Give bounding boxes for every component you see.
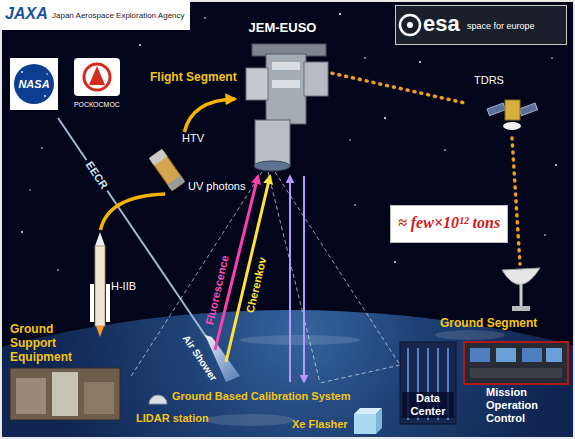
rocket-name: H-IIB <box>111 280 136 292</box>
mission-control-photo <box>464 342 568 384</box>
jem-euso-satellite <box>246 44 328 171</box>
ground-support-photo <box>10 368 120 420</box>
h-iib-rocket <box>90 232 110 337</box>
data-center-photo <box>400 342 456 424</box>
particle-label: EECR <box>82 156 112 193</box>
flight-path <box>101 194 166 230</box>
equipment-label: LIDAR station <box>136 412 209 424</box>
lidar-dome <box>149 395 167 404</box>
esa-logo <box>395 5 567 45</box>
ground-facility: Mission Operation Control <box>462 340 570 434</box>
calibration-beam <box>303 176 305 382</box>
htv-vehicle <box>149 149 185 191</box>
vehicle-name: HTV <box>182 132 204 144</box>
cosmic-ray-track <box>58 118 207 338</box>
agency-name: Japan Aerospace Exploration Agency <box>52 11 185 20</box>
spacecraft: JEM-EUSO <box>235 20 332 172</box>
facility-name: Mission Operation Control <box>486 386 558 425</box>
relay-satellite: TDRS <box>468 74 540 140</box>
ground-antenna <box>502 268 540 311</box>
edge-label: Flight Segment <box>150 70 237 84</box>
data-relay-link <box>332 73 468 104</box>
signal-label: Cherenkov <box>244 256 268 314</box>
roscosmos-logo <box>74 58 120 96</box>
spacecraft-name: JEM-EUSO <box>235 20 330 35</box>
agency-banner: JAXA Japan Aerospace Exploration Agency <box>0 0 190 30</box>
logo-text: NASA <box>18 78 49 90</box>
flight-path <box>184 99 235 132</box>
equipment-label: Xe Flasher <box>292 418 348 430</box>
facility-name: Data Center <box>402 392 454 418</box>
earth <box>0 310 575 439</box>
signal-label: UV photons <box>186 180 247 192</box>
agency-banner: esa space for europe <box>395 5 567 45</box>
agency-logo-text: JAXA <box>5 5 48 23</box>
agency-logo-text: esa <box>423 11 460 37</box>
cherenkov-ray <box>226 176 270 362</box>
launch-rocket: H-IIB <box>85 230 147 340</box>
phenomenon-label: Air Shower <box>181 333 220 383</box>
logo-text: РОСКОСМОС <box>74 101 120 108</box>
mass-callout: ≈ few×10¹² tons <box>390 205 508 243</box>
system-label: Ground Based Calibration System <box>172 390 350 402</box>
xe-flasher-box <box>354 408 382 434</box>
signal-label: Fluorescence <box>203 254 231 326</box>
ground-facility: Data Center <box>398 340 458 426</box>
mass-value: ≈ few×10¹² tons <box>398 214 500 232</box>
segment-label: Ground Segment <box>440 316 537 330</box>
calibration-beam <box>289 176 291 382</box>
field-of-view <box>130 172 400 383</box>
nasa-logo <box>10 58 58 110</box>
tdrs-satellite <box>487 100 537 130</box>
facility-name: Ground Support Equipment <box>10 322 90 364</box>
satellite-name: TDRS <box>474 74 504 86</box>
relay-downlink <box>512 138 520 264</box>
agency-slogan: space for europe <box>467 21 535 31</box>
ground-facility: Ground Support Equipment <box>8 322 123 422</box>
